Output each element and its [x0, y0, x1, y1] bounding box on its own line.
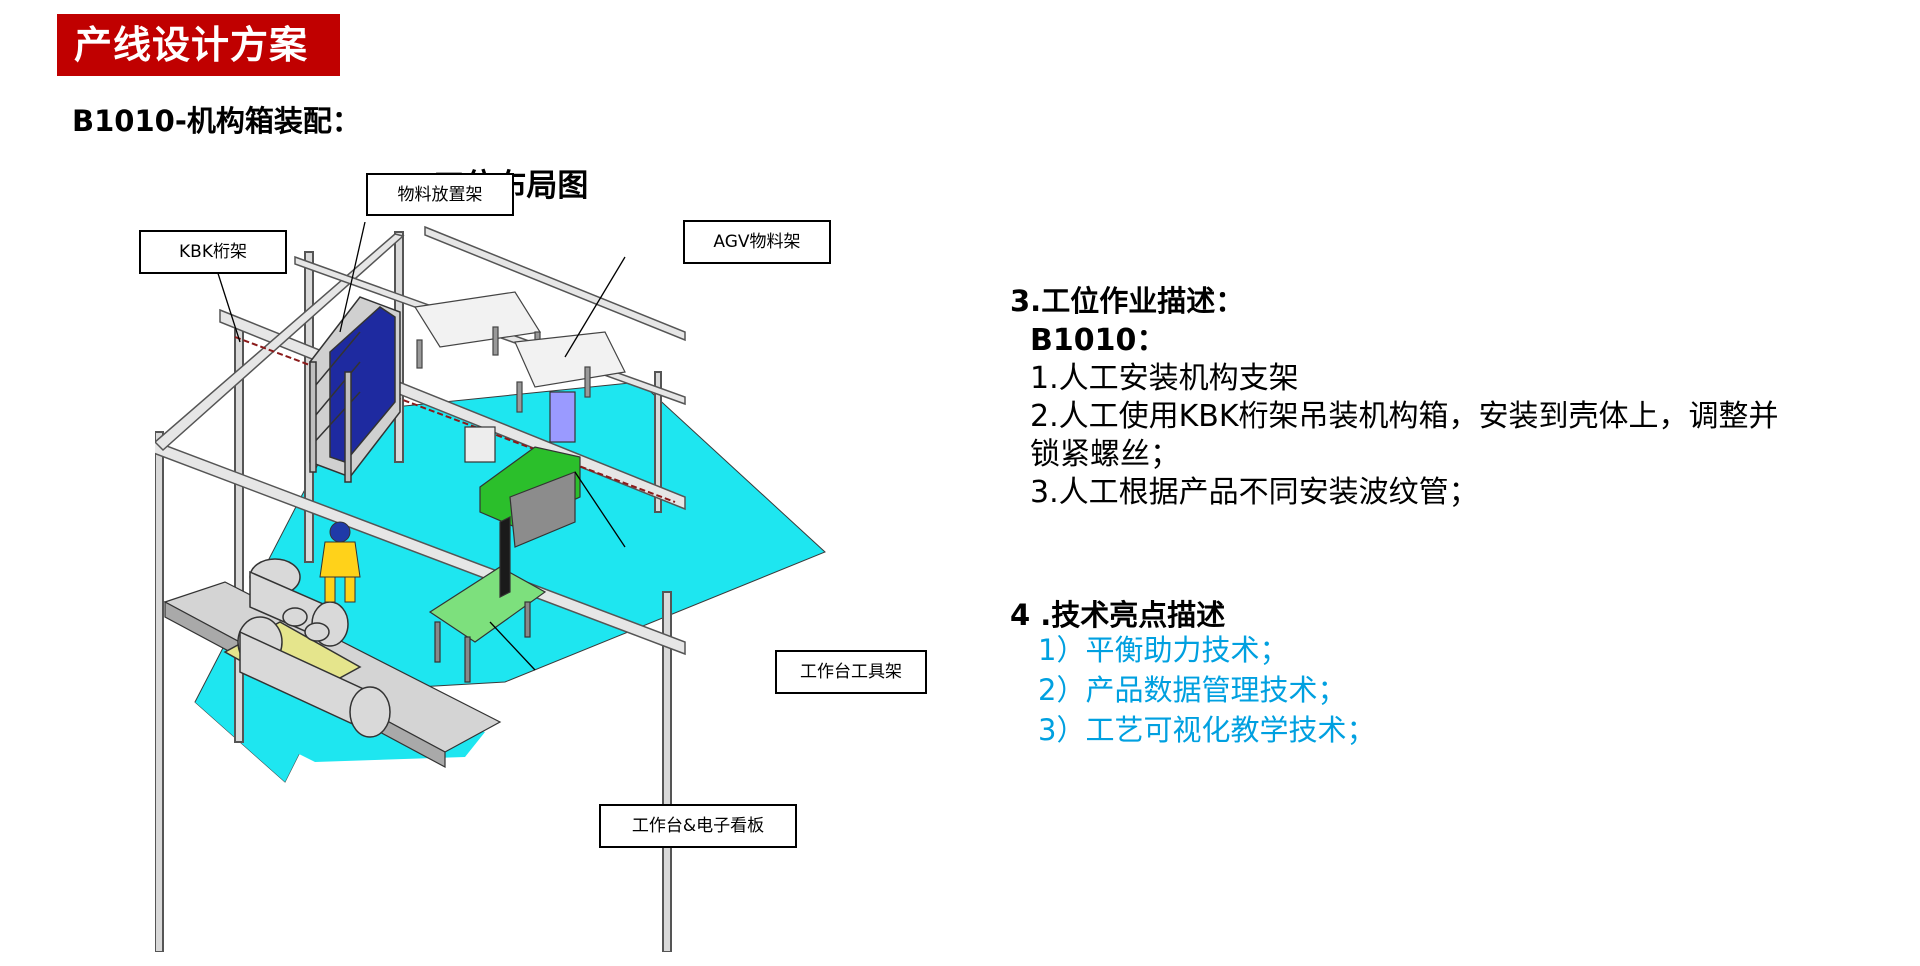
agv-racks: [414, 291, 626, 413]
description-title: 3.工位作业描述：: [1010, 284, 1245, 318]
workbench-tool-rack: [464, 391, 581, 548]
label-agv-rack: AGV物料架: [683, 220, 831, 264]
highlights-list: 1）平衡助力技术； 2）产品数据管理技术； 3）工艺可视化教学技术；: [1038, 630, 1375, 750]
hoist-line: [234, 336, 676, 503]
highlight-item: 2）产品数据管理技术；: [1038, 673, 1347, 707]
step-2: 2.人工使用KBK桁架吊装机构箱，安装到壳体上，调整并: [1030, 399, 1779, 434]
material-rack: [309, 296, 401, 483]
label-workbench-tool-rack: 工作台工具架: [775, 650, 927, 694]
station-title: B1010-机构箱装配：: [72, 104, 361, 138]
label-kbk-truss: KBK桁架: [139, 230, 287, 274]
workbench-and-board: [428, 516, 547, 683]
station-layout-diagram: KBK桁架 物料放置架 AGV物料架 工作台工具架 工作台&电子看板: [134, 173, 927, 953]
step-2-cont: 锁紧螺丝；: [1030, 437, 1180, 472]
highlight-item: 1）平衡助力技术；: [1038, 633, 1289, 667]
highlight-item: 3）工艺可视化教学技术；: [1038, 713, 1376, 747]
operator-figure: [319, 521, 361, 603]
label-workbench-board: 工作台&电子看板: [599, 804, 797, 848]
highlights-title: 4 .技术亮点描述: [1010, 598, 1226, 632]
label-material-rack: 物料放置架: [366, 173, 514, 216]
callout-lines: [214, 221, 626, 671]
page-title: 产线设计方案: [57, 14, 340, 76]
layout-drawing: [134, 221, 826, 953]
step-3: 3.人工根据产品不同安装波纹管；: [1030, 475, 1479, 510]
station-code: B1010：: [1030, 323, 1167, 358]
step-1: 1.人工安装机构支架: [1030, 361, 1299, 396]
product-housing: [223, 558, 391, 738]
description-body: B1010： 1.人工安装机构支架 2.人工使用KBK桁架吊装机构箱，安装到壳体…: [1030, 322, 1779, 512]
